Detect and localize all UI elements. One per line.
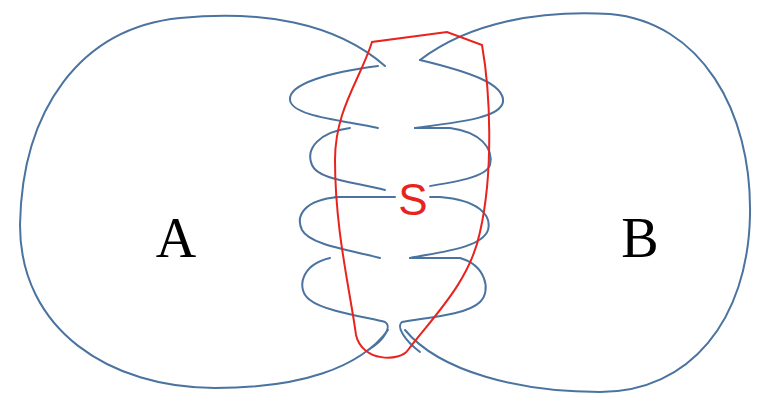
left-dash: [335, 196, 395, 198]
region-label: B: [619, 205, 660, 271]
region-b-outline: [405, 13, 750, 392]
red-curve: [335, 32, 489, 358]
surface-label: S: [396, 174, 429, 226]
left-coil: [310, 128, 385, 190]
left-coil: [290, 66, 378, 128]
region-a-outline: [20, 16, 388, 388]
region-label: A: [154, 205, 198, 271]
